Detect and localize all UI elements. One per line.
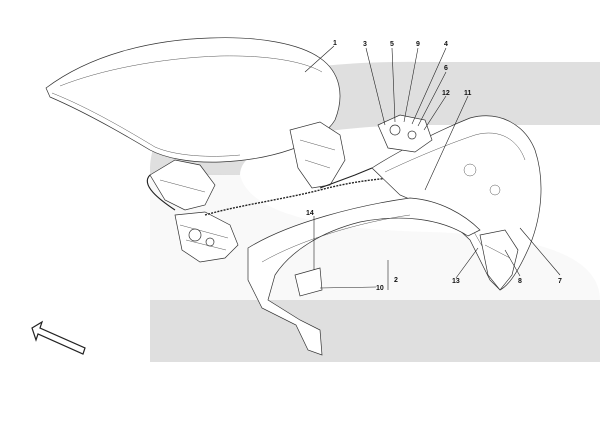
callout-11: 11 [464,90,472,97]
callout-13: 13 [452,278,460,285]
callout-3: 3 [363,41,367,48]
rear-hinge-mechanism [377,114,433,153]
callout-5: 5 [390,41,394,48]
callout-10: 10 [376,285,384,292]
callout-labels: 1 2 3 4 5 6 7 8 9 10 11 12 13 14 [306,40,562,292]
side-panel [247,197,481,356]
callout-6: 6 [444,65,448,72]
callout-8: 8 [518,278,522,285]
callout-7: 7 [558,278,562,285]
arrow-right-icon [31,320,86,355]
roof-panel [45,37,341,163]
leader-lines [304,45,561,290]
callout-9: 9 [416,41,420,48]
callout-14: 14 [306,210,314,217]
callout-1: 1 [333,40,337,47]
left-hinge-assembly [149,159,239,263]
callout-4: 4 [444,41,448,48]
right-latch [479,229,519,291]
callout-12: 12 [442,90,450,97]
cable-harness [147,167,391,216]
callout-2: 2 [394,277,398,284]
center-bracket [289,121,346,189]
